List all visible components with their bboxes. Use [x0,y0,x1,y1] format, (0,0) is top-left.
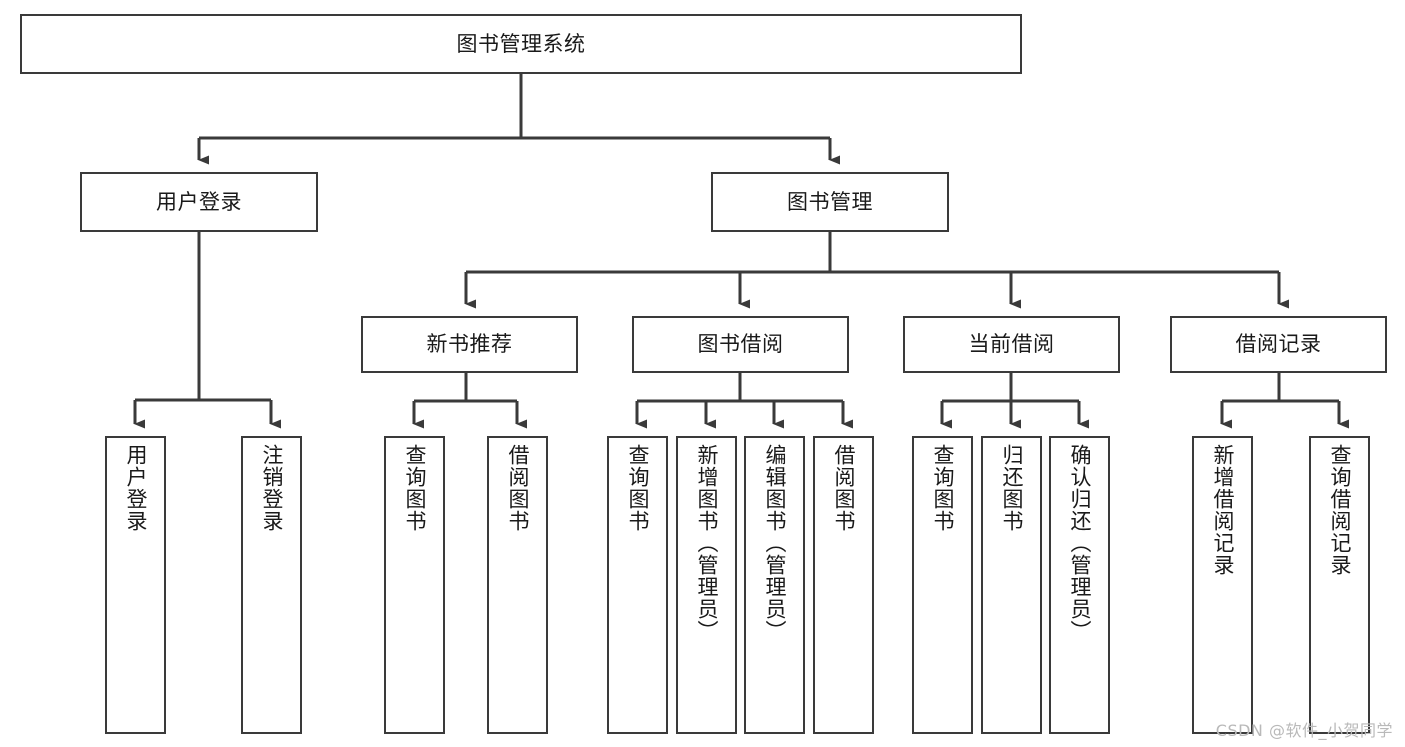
node-book-borrow[interactable]: 图书借阅 [632,316,849,373]
node-label: 新增借阅记录 [1211,444,1235,576]
node-label: 借阅记录 [1235,332,1322,357]
node-root-book-management-system[interactable]: 图书管理系统 [20,14,1022,74]
node-label: 查询图书 [403,444,427,532]
node-leaf-logout-login[interactable]: 注销登录 [241,436,302,734]
node-leaf-query-book-1[interactable]: 查询图书 [384,436,445,734]
node-leaf-edit-book-admin[interactable]: 编辑图书（管理员） [744,436,805,734]
node-label: 用户登录 [124,444,148,532]
node-label: 注销登录 [260,444,284,532]
node-label: 新增图书（管理员） [695,444,719,642]
node-label: 用户登录 [156,189,242,214]
node-leaf-add-borrow-record[interactable]: 新增借阅记录 [1192,436,1253,734]
node-leaf-query-borrow-record[interactable]: 查询借阅记录 [1309,436,1370,734]
node-label: 查询图书 [626,444,650,532]
node-label: 图书管理系统 [456,31,586,56]
node-new-book-recommend[interactable]: 新书推荐 [361,316,578,373]
node-label: 借阅图书 [506,444,530,532]
node-leaf-return-book[interactable]: 归还图书 [981,436,1042,734]
node-book-manage[interactable]: 图书管理 [711,172,949,232]
node-label: 图书管理 [787,189,873,214]
node-label: 当前借阅 [968,332,1055,357]
node-label: 归还图书 [1000,444,1024,532]
node-leaf-query-book-2[interactable]: 查询图书 [607,436,668,734]
node-label: 查询图书 [931,444,955,532]
node-current-borrow[interactable]: 当前借阅 [903,316,1120,373]
node-label: 查询借阅记录 [1328,444,1352,576]
node-leaf-borrow-book-1[interactable]: 借阅图书 [487,436,548,734]
node-user-login[interactable]: 用户登录 [80,172,318,232]
node-label: 图书借阅 [697,332,784,357]
node-label: 借阅图书 [832,444,856,532]
node-leaf-confirm-return-admin[interactable]: 确认归还（管理员） [1049,436,1110,734]
node-borrow-record[interactable]: 借阅记录 [1170,316,1387,373]
node-leaf-user-login[interactable]: 用户登录 [105,436,166,734]
node-label: 确认归还（管理员） [1068,444,1092,642]
node-label: 编辑图书（管理员） [763,444,787,642]
node-leaf-add-book-admin[interactable]: 新增图书（管理员） [676,436,737,734]
node-label: 新书推荐 [426,332,513,357]
node-leaf-query-book-3[interactable]: 查询图书 [912,436,973,734]
node-leaf-borrow-book-2[interactable]: 借阅图书 [813,436,874,734]
csdn-watermark: CSDN @软件_小贺同学 [1215,721,1393,740]
